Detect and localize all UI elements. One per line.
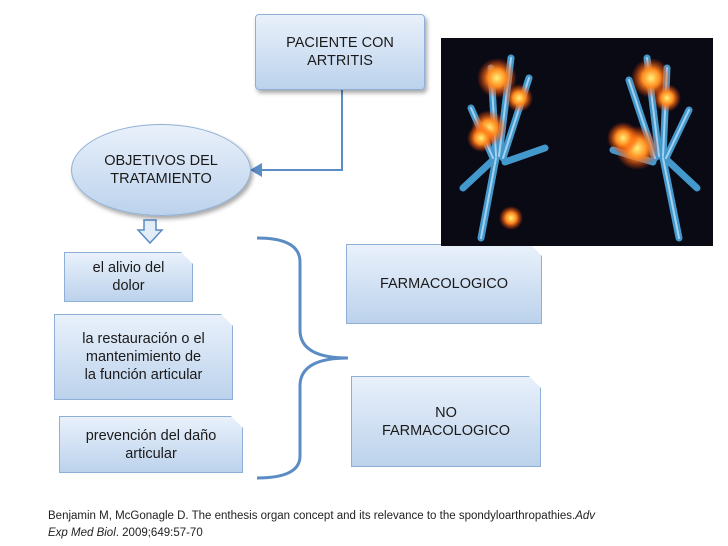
pain-relief-box: el alivio del dolor (64, 252, 193, 302)
prevention-label: prevención del daño articular (85, 427, 217, 462)
patient-label: PACIENTE CON ARTRITIS (286, 35, 394, 69)
citation-journal-end: Exp Med Biol (48, 527, 116, 539)
patient-box: PACIENTE CON ARTRITIS (255, 14, 425, 90)
hands-xray-image (441, 38, 713, 246)
connector-arrowhead (250, 163, 262, 177)
objectives-label: OBJETIVOS DEL TRATAMIENTO (104, 153, 218, 187)
citation: Benjamin M, McGonagle D. The enthesis or… (48, 508, 718, 542)
non-pharma-label: NO FARMACOLOGICO (381, 404, 511, 439)
pharma-box: FARMACOLOGICO (346, 244, 542, 324)
down-arrow-icon (136, 219, 164, 245)
prevention-box: prevención del daño articular (59, 416, 243, 473)
citation-details: . 2009;649:57-70 (115, 527, 203, 539)
patient-to-objectives-connector (262, 90, 343, 171)
curly-brace (256, 236, 349, 480)
pain-relief-label: el alivio del dolor (92, 260, 165, 294)
citation-journal-start: Adv (575, 510, 596, 522)
pharma-label: FARMACOLOGICO (379, 276, 509, 292)
citation-text: Benjamin M, McGonagle D. The enthesis or… (48, 510, 576, 522)
non-pharma-box: NO FARMACOLOGICO (351, 376, 541, 467)
objectives-ellipse: OBJETIVOS DEL TRATAMIENTO (71, 124, 251, 216)
function-label: la restauración o el mantenimiento de la… (82, 331, 205, 383)
function-box: la restauración o el mantenimiento de la… (54, 314, 233, 400)
